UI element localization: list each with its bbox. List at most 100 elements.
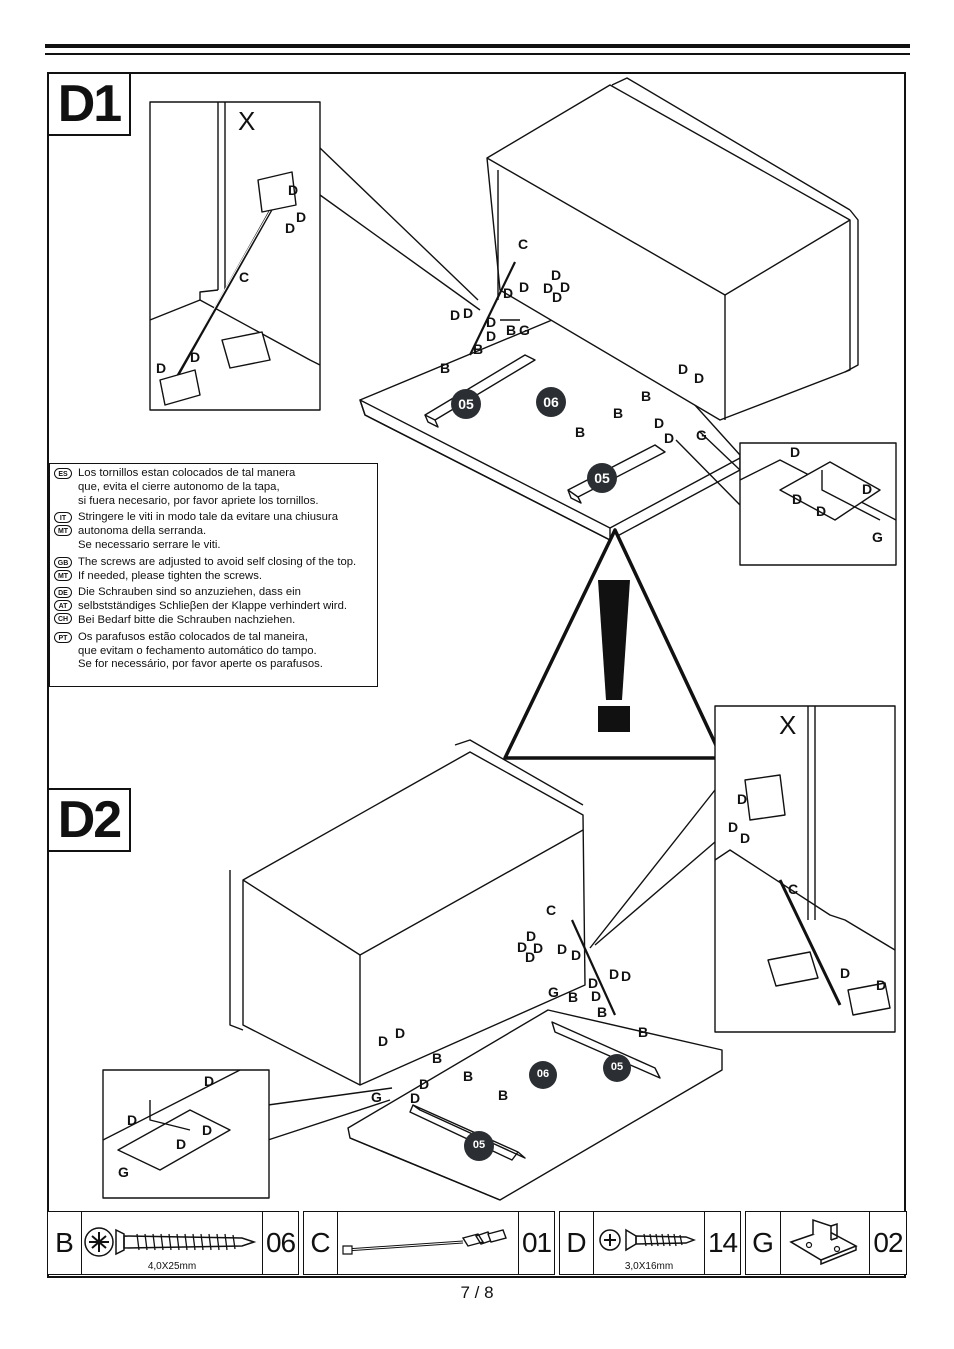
instruction-frame: [47, 72, 906, 1278]
callout-b: B: [473, 341, 484, 357]
panel-badge-05: 05: [458, 396, 474, 412]
callout-d: D: [463, 305, 474, 321]
panel-badge-06: 06: [543, 394, 559, 410]
lid-stay-icon: [338, 1212, 520, 1274]
callout-d: D: [202, 1122, 213, 1138]
notice-text: Stringere le viti in modo tale da evitar…: [78, 511, 338, 551]
callout-d: D: [588, 975, 599, 991]
step-label-d1: D1: [47, 72, 131, 136]
callout-d: D: [876, 977, 887, 993]
callout-g: G: [519, 322, 530, 338]
callout-d: D: [560, 279, 571, 295]
part-c: C 01: [303, 1211, 555, 1275]
notice-gb: GB MT The screws are adjusted to avoid s…: [54, 556, 377, 584]
panel-badge-06: 06: [536, 1068, 550, 1080]
part-g: G 02: [745, 1211, 907, 1275]
callout-d: D: [551, 267, 562, 283]
part-letter: B: [48, 1212, 83, 1274]
language-code: CH: [54, 613, 72, 625]
callout-d: D: [591, 988, 602, 1004]
callout-d: D: [519, 279, 530, 295]
part-size: 4,0X25mm: [147, 1261, 197, 1272]
callout-b: B: [498, 1087, 509, 1103]
callout-d: D: [654, 415, 665, 431]
callout-c: C: [546, 902, 557, 918]
language-code: MT: [54, 525, 72, 537]
panel-badges: [451, 387, 631, 1161]
language-code: MT: [54, 569, 72, 581]
callout-b: B: [440, 360, 451, 376]
callout-d: D: [285, 220, 296, 236]
language-code: AT: [54, 600, 72, 612]
language-code: PT: [54, 631, 72, 643]
callout-c: C: [239, 269, 250, 285]
callout-d: D: [296, 209, 307, 225]
notice-text: The screws are adjusted to avoid self cl…: [78, 555, 357, 582]
panel-badge-05: 05: [610, 1061, 624, 1073]
callout-d: D: [664, 430, 675, 446]
part-quantity: 02: [873, 1227, 903, 1258]
part-quantity: 01: [521, 1227, 552, 1258]
page-number: 7 / 8: [460, 1283, 494, 1302]
part-b: B 4,0X25mm 06: [47, 1211, 299, 1275]
callout-d: D: [288, 182, 299, 198]
callout-d: D: [790, 444, 801, 460]
callout-g: G: [872, 529, 883, 545]
language-code: DE: [54, 587, 72, 599]
callout-b: B: [506, 322, 517, 338]
callout-d: D: [190, 349, 201, 365]
callout-d: D: [525, 949, 536, 965]
part-letter: G: [746, 1212, 781, 1274]
callout-d: D: [543, 280, 554, 296]
callout-d: D: [526, 928, 537, 944]
notice-de: DE AT CH Die Schrauben sind so anzuziehe…: [54, 586, 377, 627]
callout-d: D: [486, 328, 497, 344]
callout-b: B: [638, 1024, 649, 1040]
part-size: 3,0X16mm: [624, 1261, 674, 1272]
notice-es: ES Los tornillos estan colocados de tal …: [54, 467, 377, 508]
callout-d: D: [176, 1136, 187, 1152]
callout-g: G: [118, 1164, 129, 1180]
callout-d: D: [486, 314, 497, 330]
callout-b: B: [613, 405, 624, 421]
callout-b: B: [463, 1068, 474, 1084]
callout-d: D: [156, 360, 167, 376]
callout-d: D: [450, 307, 461, 323]
callout-d: D: [410, 1090, 421, 1106]
callout-d: D: [557, 941, 568, 957]
part-d: D 3,0X16mm 14: [559, 1211, 741, 1275]
callout-d: D: [840, 965, 851, 981]
callout-d: D: [728, 819, 739, 835]
screw-adjustment-notice: ES Los tornillos estan colocados de tal …: [49, 463, 378, 687]
wood-screw-icon: 4,0X25mm: [82, 1212, 264, 1274]
step-label-d2: D2: [47, 788, 131, 852]
bracket-icon: [781, 1212, 870, 1274]
header-rule-thick: [45, 44, 910, 48]
callout-d: D: [395, 1025, 406, 1041]
notice-it: IT MT Stringere le viti in modo tale da …: [54, 511, 377, 552]
callout-d: D: [816, 503, 827, 519]
panel-badge-05: 05: [472, 1139, 486, 1151]
callout-d: D: [862, 481, 873, 497]
callout-d: D: [378, 1033, 389, 1049]
callout-d: D: [503, 285, 514, 301]
part-letter: D: [560, 1212, 595, 1274]
part-quantity: 14: [707, 1227, 738, 1258]
callout-g: G: [371, 1089, 382, 1105]
notice-text: Os parafusos estão colocados de tal mane…: [78, 630, 323, 671]
callout-d: D: [419, 1076, 430, 1092]
callout-c: C: [788, 881, 799, 897]
notice-text: Die Schrauben sind so anzuziehen, dass e…: [78, 586, 347, 626]
notice-text: Los tornillos estan colocados de tal man…: [78, 467, 319, 507]
language-code: ES: [54, 468, 72, 479]
part-letter: C: [304, 1212, 339, 1274]
callout-d: D: [621, 968, 632, 984]
callout-b: B: [432, 1050, 443, 1066]
no-close-mark: X: [779, 710, 797, 740]
language-code: GB: [54, 556, 72, 568]
callout-d: D: [204, 1073, 215, 1089]
callout-g: G: [548, 984, 559, 1000]
callout-c: C: [518, 236, 529, 252]
callout-d: D: [792, 491, 803, 507]
small-screw-icon: 3,0X16mm: [594, 1212, 706, 1274]
